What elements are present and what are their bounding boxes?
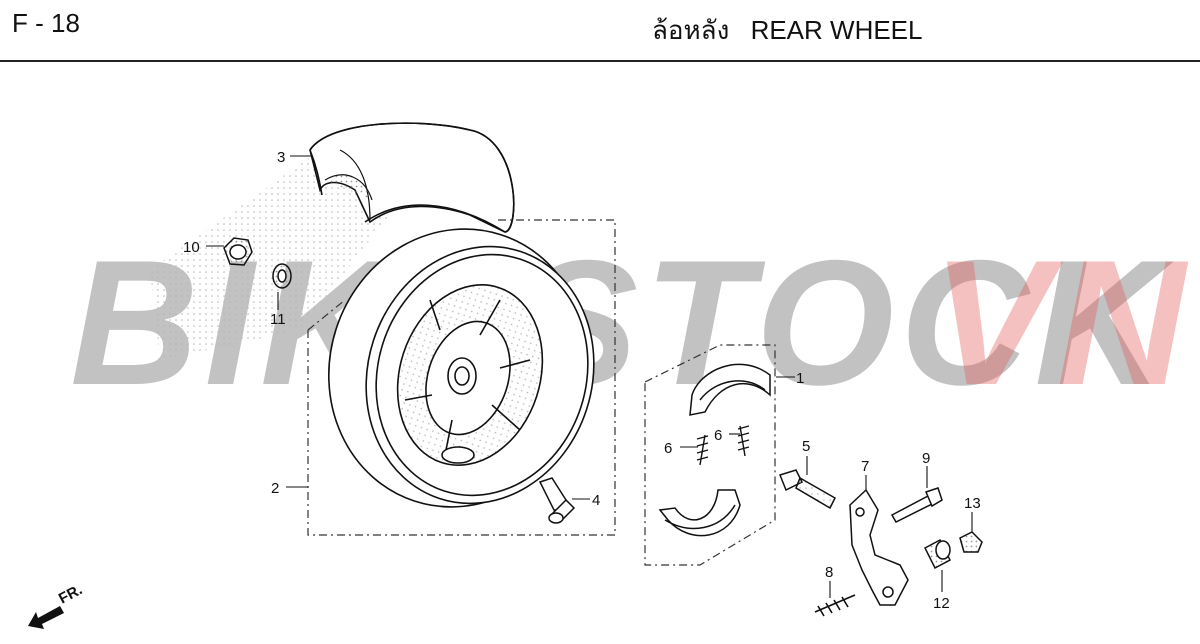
callout-9: 9 (922, 450, 930, 467)
page-title: ล้อหลัง REAR WHEEL (652, 10, 922, 51)
washer-part[interactable] (272, 263, 292, 289)
page-title-english: REAR WHEEL (750, 15, 923, 45)
callout-5: 5 (802, 438, 810, 455)
callout-13: 13 (964, 495, 981, 512)
front-direction-label: FR. (56, 582, 85, 608)
collar-part[interactable] (924, 538, 951, 570)
page-header: F - 18 ล้อหลัง REAR WHEEL (0, 0, 1200, 62)
callout-6-right: 6 (714, 427, 722, 444)
page-title-thai: ล้อหลัง (652, 15, 730, 45)
brake-shoe-lower-part[interactable] (658, 489, 741, 537)
callout-1: 1 (796, 370, 804, 387)
front-direction-marker: FR. (26, 581, 106, 630)
leader-lines (206, 155, 973, 598)
brake-shoe-upper-part[interactable] (689, 363, 771, 416)
spring-part-left[interactable] (696, 434, 709, 466)
wheel-assembly-frame (307, 219, 616, 536)
page-code: F - 18 (12, 8, 80, 38)
callout-11: 11 (270, 311, 286, 328)
callout-3: 3 (277, 149, 285, 166)
brake-shoe-frame (644, 344, 776, 566)
wheel-part[interactable] (293, 195, 627, 540)
header-rule (0, 60, 1200, 62)
return-spring-part[interactable] (814, 594, 856, 617)
callout-2: 2 (271, 480, 279, 497)
brake-arm-part[interactable] (849, 488, 909, 606)
brake-cam-part[interactable] (779, 469, 836, 510)
callout-7: 7 (861, 458, 869, 475)
callout-6-left: 6 (664, 440, 672, 457)
valve-part[interactable] (538, 477, 576, 524)
cap-nut-part[interactable] (959, 531, 983, 553)
spring-part-right[interactable] (737, 425, 750, 457)
callout-10: 10 (183, 239, 200, 256)
callout-12: 12 (933, 595, 950, 612)
nut-part[interactable] (223, 237, 253, 266)
callout-8: 8 (825, 564, 833, 581)
callout-4: 4 (592, 492, 600, 509)
tire-part[interactable] (150, 122, 515, 360)
bolt-part[interactable] (890, 487, 943, 523)
front-arrow-icon: FR. (28, 581, 85, 629)
